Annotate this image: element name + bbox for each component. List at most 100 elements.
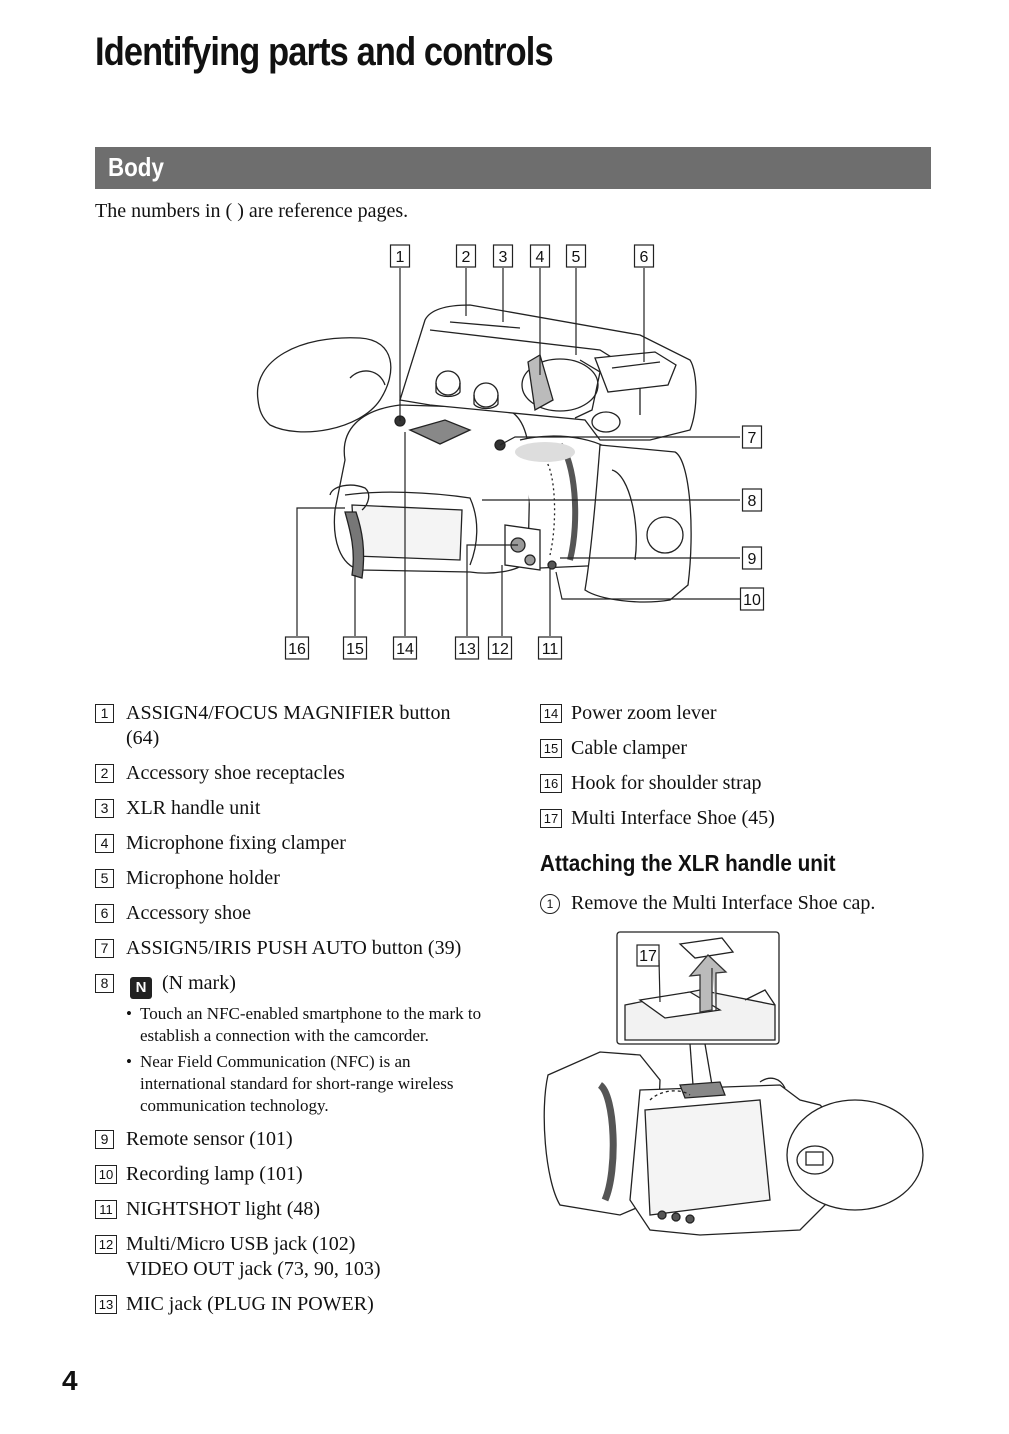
parts-list-right: 14 Power zoom lever 15 Cable clamper 16 Hook … bbox=[540, 701, 940, 841]
part-label: (N mark) bbox=[162, 972, 236, 994]
part-label: Microphone holder bbox=[126, 867, 280, 889]
part-label: Recording lamp (101) bbox=[126, 1163, 303, 1185]
part-item-2: 2 Accessory shoe receptacles bbox=[95, 761, 485, 786]
callout-number: 12 bbox=[491, 641, 509, 658]
part-label: Microphone fixing clamper bbox=[126, 832, 346, 854]
callout-number: 15 bbox=[346, 641, 364, 658]
callout-box: 7 bbox=[741, 425, 763, 449]
callout-box: 6 bbox=[633, 244, 655, 268]
callout-box: 13 bbox=[454, 636, 480, 660]
part-number-box: 13 bbox=[95, 1295, 117, 1314]
callout-number: 9 bbox=[748, 551, 757, 568]
part-number-box: 9 bbox=[95, 1130, 114, 1149]
part-label: MIC jack (PLUG IN POWER) bbox=[126, 1293, 374, 1315]
part-item-1: 1 ASSIGN4/FOCUS MAGNIFIER button (64) bbox=[95, 701, 485, 751]
part-item-5: 5 Microphone holder bbox=[95, 866, 485, 891]
bullet-item: Touch an NFC-enabled smartphone to the m… bbox=[126, 1003, 485, 1047]
callout-box: 11 bbox=[537, 636, 563, 660]
part-label-line1: Multi/Micro USB jack (102) bbox=[126, 1233, 356, 1255]
part-label: ASSIGN5/IRIS PUSH AUTO button (39) bbox=[126, 937, 462, 959]
callout-box: 17 bbox=[636, 944, 660, 967]
part-item-9: 9 Remote sensor (101) bbox=[95, 1127, 485, 1152]
callout-box: 4 bbox=[529, 244, 551, 268]
callout-number: 17 bbox=[639, 948, 657, 965]
callout-number: 6 bbox=[640, 249, 649, 266]
page-number: 4 bbox=[62, 1365, 78, 1396]
callout-number: 5 bbox=[572, 249, 581, 266]
part-number-box: 2 bbox=[95, 764, 114, 783]
part-item-16: 16 Hook for shoulder strap bbox=[540, 771, 940, 796]
callout-box: 16 bbox=[284, 636, 310, 660]
part-number-box: 4 bbox=[95, 834, 114, 853]
part-item-14: 14 Power zoom lever bbox=[540, 701, 940, 726]
attach-heading: Attaching the XLR handle unit bbox=[540, 850, 836, 876]
step-text: Remove the Multi Interface Shoe cap. bbox=[571, 892, 876, 914]
callout-number: 11 bbox=[542, 641, 559, 658]
part-item-3: 3 XLR handle unit bbox=[95, 796, 485, 821]
part-number-box: 14 bbox=[540, 704, 562, 723]
part-label: Multi Interface Shoe (45) bbox=[571, 807, 775, 829]
part-label: Hook for shoulder strap bbox=[571, 772, 762, 794]
part-number-box: 17 bbox=[540, 809, 562, 828]
callout-box: 3 bbox=[492, 244, 514, 268]
callout-box: 2 bbox=[455, 244, 477, 268]
callout-box: 1 bbox=[389, 244, 411, 268]
callout-box: 10 bbox=[739, 587, 765, 611]
part-number-box: 11 bbox=[95, 1200, 117, 1219]
part-number-box: 5 bbox=[95, 869, 114, 888]
part-label: Remote sensor (101) bbox=[126, 1128, 293, 1150]
callout-number: 1 bbox=[396, 249, 405, 266]
section-header-bar: Body bbox=[95, 147, 931, 189]
n-mark-icon: N bbox=[130, 977, 152, 999]
part-label: NIGHTSHOT light (48) bbox=[126, 1198, 321, 1220]
callout-box: 15 bbox=[342, 636, 368, 660]
callout-number: 10 bbox=[743, 592, 761, 609]
attach-step-1: 1 Remove the Multi Interface Shoe cap. bbox=[540, 892, 875, 915]
part-number-box: 8 bbox=[95, 974, 114, 993]
part-label: ASSIGN4/FOCUS MAGNIFIER button (64) bbox=[126, 702, 451, 749]
part-number-box: 3 bbox=[95, 799, 114, 818]
callout-box: 5 bbox=[565, 244, 587, 268]
part-label: Power zoom lever bbox=[571, 702, 717, 724]
part-item-17: 17 Multi Interface Shoe (45) bbox=[540, 806, 940, 831]
part-number-box: 6 bbox=[95, 904, 114, 923]
step-number-circle: 1 bbox=[540, 894, 560, 914]
nfc-notes: Touch an NFC-enabled smartphone to the m… bbox=[126, 1003, 485, 1117]
part-item-11: 11 NIGHTSHOT light (48) bbox=[95, 1197, 485, 1222]
callout-number: 7 bbox=[748, 430, 757, 447]
part-number-box: 16 bbox=[540, 774, 562, 793]
part-label: Cable clamper bbox=[571, 737, 688, 759]
callout-box: 9 bbox=[741, 546, 763, 570]
part-label-line2: VIDEO OUT jack (73, 90, 103) bbox=[126, 1258, 381, 1280]
page-title: Identifying parts and controls bbox=[95, 30, 554, 74]
callout-number: 14 bbox=[396, 641, 414, 658]
part-item-7: 7 ASSIGN5/IRIS PUSH AUTO button (39) bbox=[95, 936, 485, 961]
part-item-4: 4 Microphone fixing clamper bbox=[95, 831, 485, 856]
part-item-12: 12 Multi/Micro USB jack (102) VIDEO OUT ja… bbox=[95, 1232, 485, 1282]
part-label: Accessory shoe receptacles bbox=[126, 762, 345, 784]
callout-number: 8 bbox=[748, 493, 757, 510]
callout-number: 16 bbox=[288, 641, 306, 658]
part-number-box: 1 bbox=[95, 704, 114, 723]
callout-number: 13 bbox=[458, 641, 476, 658]
part-item-6: 6 Accessory shoe bbox=[95, 901, 485, 926]
part-label: XLR handle unit bbox=[126, 797, 261, 819]
callout-box: 14 bbox=[392, 636, 418, 660]
callout-box: 12 bbox=[487, 636, 513, 660]
part-number-box: 12 bbox=[95, 1235, 117, 1254]
part-number-box: 15 bbox=[540, 739, 562, 758]
part-label: Accessory shoe bbox=[126, 902, 251, 924]
intro-text: The numbers in ( ) are reference pages. bbox=[95, 200, 409, 222]
bullet-item: Near Field Communication (NFC) is an int… bbox=[126, 1051, 485, 1117]
attach-handle-illustration: 17 bbox=[543, 931, 924, 1236]
part-number-box: 7 bbox=[95, 939, 114, 958]
callout-number: 3 bbox=[499, 249, 508, 266]
part-item-8: 8 N (N mark) Touch an NFC-enabled smartph… bbox=[95, 971, 485, 1117]
callout-number: 2 bbox=[462, 249, 471, 266]
part-item-15: 15 Cable clamper bbox=[540, 736, 940, 761]
part-item-13: 13 MIC jack (PLUG IN POWER) bbox=[95, 1292, 485, 1317]
